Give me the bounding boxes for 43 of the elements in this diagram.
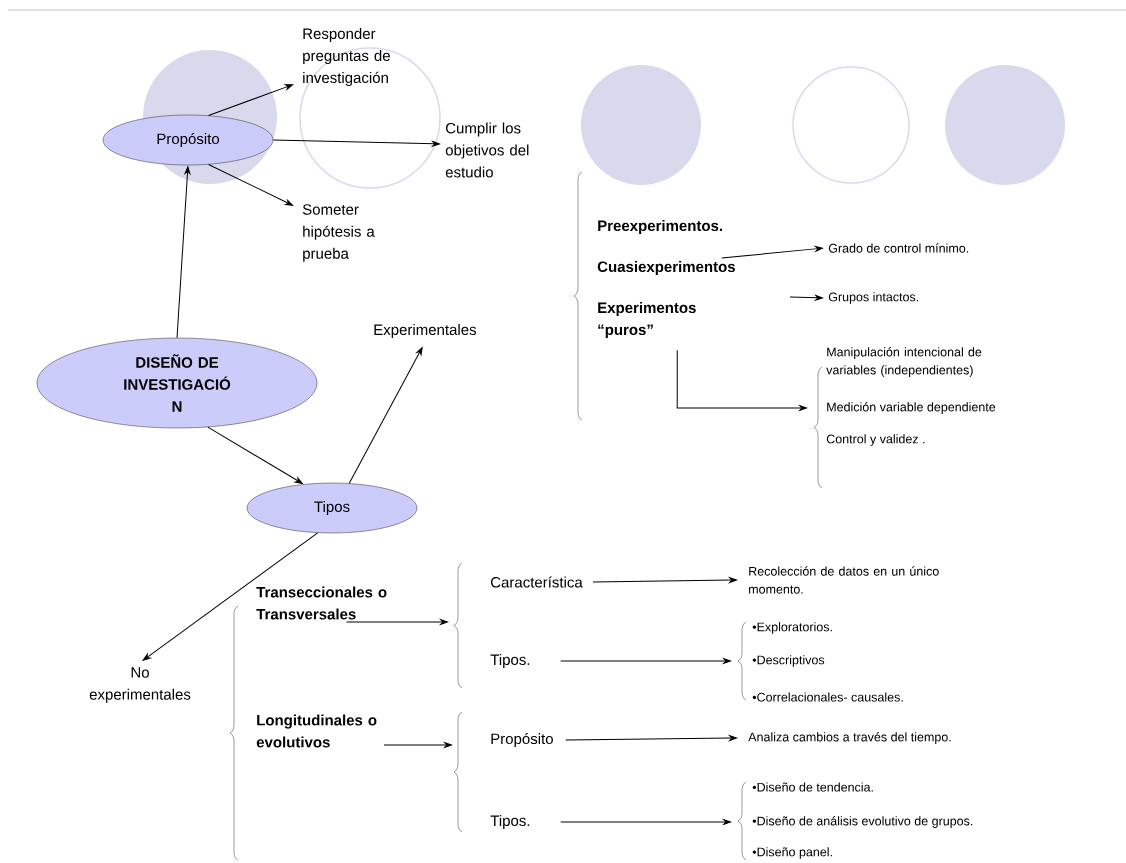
arrow — [383, 742, 452, 748]
list-item: •Correlacionales- causales. — [752, 692, 903, 702]
category-text: Preexperimentos. — [598, 220, 723, 234]
concept-text: Característica — [491, 576, 583, 588]
arrow — [676, 349, 807, 411]
list-item: •Descriptivos — [752, 655, 825, 667]
list-item: •Diseño de tendencia. — [752, 782, 873, 792]
concept-text: Cumplir los objetivos del estudio — [445, 122, 529, 178]
list-item: •Diseño de análisis evolutivo de grupos. — [752, 816, 973, 828]
arrow — [560, 658, 731, 664]
list-item: •Exploratorios. — [752, 622, 832, 634]
arrow — [565, 735, 737, 741]
concept-text: Transeccionales o Transversales — [256, 586, 387, 620]
concept-text: Tipos. — [490, 815, 530, 829]
concept-text: No experimentales — [89, 667, 191, 703]
list-item: Manipulación intencional de variables (independientes) — [826, 347, 982, 377]
arrow — [348, 347, 423, 484]
concept-text: Someter hipótesis a prueba — [302, 204, 375, 262]
concept-text: Experimentos “puros” — [598, 302, 696, 338]
concept-text: Cuasiexperimentos — [597, 261, 735, 275]
concept-text: Responder preguntas de investigación — [303, 28, 390, 86]
arrow — [176, 166, 191, 339]
concept-text: Propósito — [491, 732, 553, 748]
list-item: Control y validez . — [826, 434, 925, 446]
arrow — [142, 532, 319, 661]
concept-text: Experimentales — [374, 324, 476, 338]
arrow — [345, 619, 448, 625]
concept-text: Grupos intactos. — [828, 292, 919, 304]
concept-text: Tipos. — [490, 654, 530, 668]
arrow — [207, 426, 303, 484]
list-item: Medición variable dependiente — [827, 402, 996, 414]
list-item: •Diseño panel. — [752, 847, 832, 859]
arrow — [789, 294, 823, 301]
arrow — [560, 819, 731, 825]
concept-text: Recolección de datos en un único momento. — [749, 566, 939, 594]
concept-text: Analiza cambios a través del tiempo. — [748, 732, 951, 744]
arrow — [208, 84, 294, 117]
concept-text: Longitudinales o evolutivos — [256, 714, 377, 748]
arrow — [592, 577, 737, 583]
arrow — [208, 163, 294, 206]
concept-text: Grado de control mínimo. — [828, 243, 969, 253]
arrow — [272, 139, 440, 147]
arrow — [721, 245, 823, 259]
